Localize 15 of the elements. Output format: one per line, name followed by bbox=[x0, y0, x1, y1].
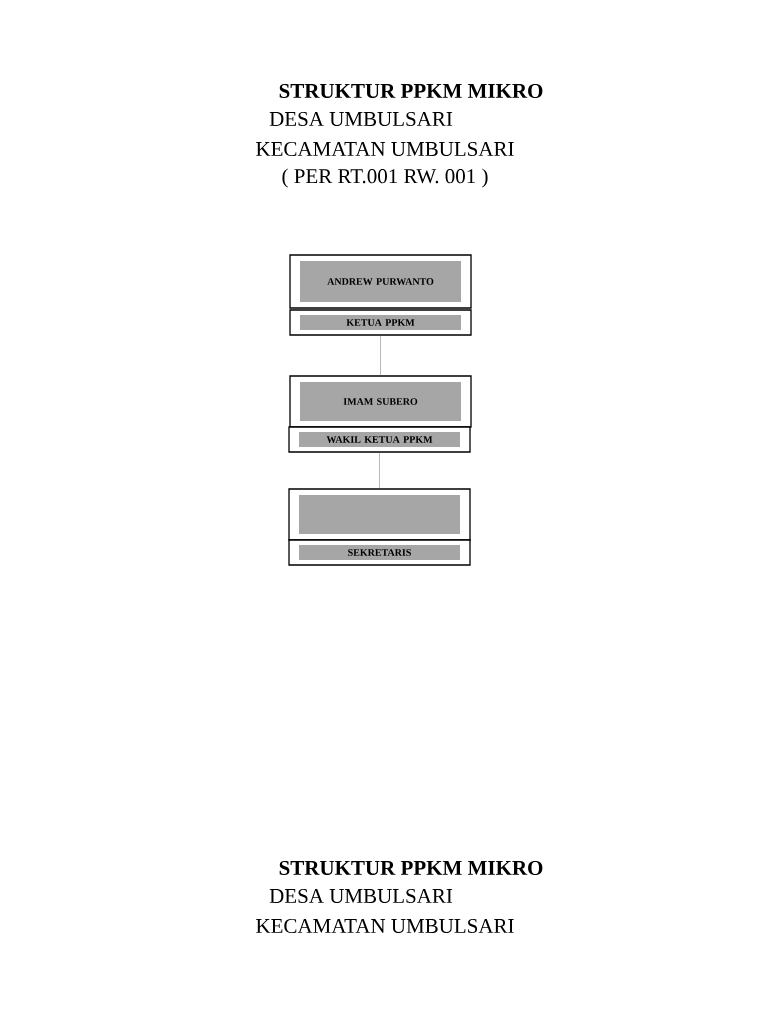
subheading: DESA UMBULSARI bbox=[269, 111, 453, 127]
heading: STRUKTUR PPKM MIKRO bbox=[279, 860, 543, 876]
role-box: WAKIL KETUA PPKM bbox=[288, 426, 471, 453]
name-box: ANDREW PURWANTO bbox=[289, 254, 472, 309]
subheading: KECAMATAN UMBULSARI bbox=[256, 918, 514, 934]
title: STRUKTUR PPKM MIKRO bbox=[279, 83, 543, 99]
empty-box bbox=[288, 488, 471, 541]
role-box: SEKRETARIS bbox=[288, 539, 471, 566]
subheading: ( PER RT.001 RW. 001 ) bbox=[282, 168, 488, 188]
name-box: IMAM SUBERO bbox=[289, 375, 472, 428]
connector-line bbox=[379, 452, 380, 489]
subheading: KECAMATAN UMBULSARI bbox=[256, 141, 514, 157]
connector-line bbox=[380, 335, 381, 376]
subheading: DESA UMBULSARI bbox=[269, 888, 453, 904]
role-box: KETUA PPKM bbox=[289, 309, 472, 336]
